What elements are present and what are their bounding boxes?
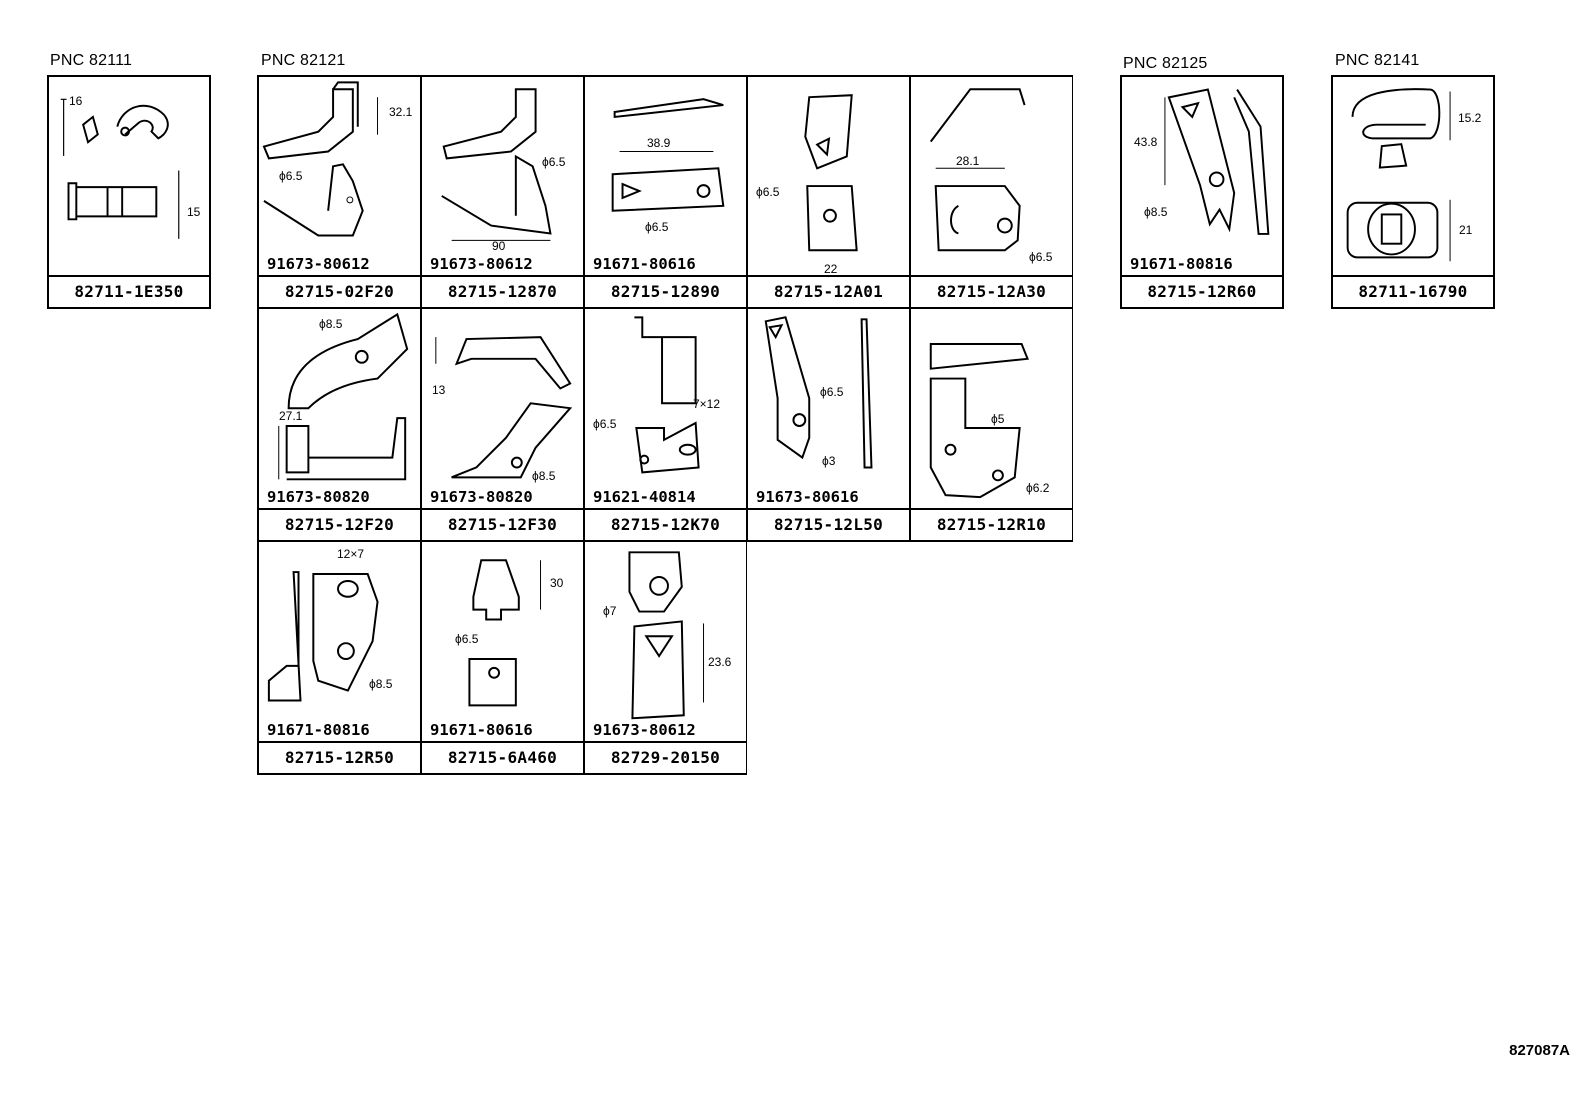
part-number[interactable]: 82729-20150: [585, 741, 746, 773]
dim-label: 12×7: [337, 547, 365, 561]
bracket-drawing: [804, 94, 858, 252]
dim-label: ϕ7: [603, 604, 617, 618]
bolt-number[interactable]: 91671-80616: [430, 721, 533, 739]
bolt-number[interactable]: 91671-80616: [593, 255, 696, 273]
part-number[interactable]: 82715-12F30: [422, 508, 583, 540]
bracket-drawing: [441, 88, 552, 241]
part-cell-82715-12f30[interactable]: 13 ϕ8.5 91673-80820 82715-12F30: [421, 308, 584, 541]
dim-label: ϕ3: [822, 454, 836, 468]
part-cell-82715-12k70[interactable]: ϕ6.5 7×12 91621-40814 82715-12K70: [584, 308, 747, 541]
part-number[interactable]: 82715-12A30: [911, 275, 1072, 307]
bracket-drawing: [1164, 88, 1270, 235]
bracket-drawing: [634, 316, 700, 474]
part-cell-82715-12l50[interactable]: ϕ6.5 ϕ3 91673-80616 82715-12L50: [747, 308, 910, 541]
dim-label: 43.8: [1134, 135, 1158, 149]
bracket-drawing: [262, 81, 379, 237]
part-number[interactable]: 82715-02F20: [259, 275, 420, 307]
part-cell-82715-12a30[interactable]: 28.1 ϕ6.5 82715-12A30: [910, 76, 1073, 308]
part-cell-82729-20150[interactable]: ϕ7 23.6 91673-80612 82729-20150: [584, 541, 747, 774]
dim-label: 27.1: [279, 409, 303, 423]
dim-label: 23.6: [708, 655, 732, 669]
bracket-drawing: [628, 551, 705, 720]
bracket-drawing: [611, 98, 725, 212]
dim-label: ϕ8.5: [1144, 205, 1168, 219]
bolt-number[interactable]: 91673-80612: [267, 255, 370, 273]
bolt-number[interactable]: 91673-80616: [756, 488, 859, 506]
dim-label: 15: [187, 205, 201, 219]
dim-label: 7×12: [693, 397, 721, 411]
part-cell-82715-12870[interactable]: ϕ6.5 90 91673-80612 82715-12870: [421, 76, 584, 308]
part-cell-82715-02f20[interactable]: 32.1 ϕ6.5 91673-80612 82715-02F20: [258, 76, 421, 308]
dim-label: 15.2: [1458, 111, 1482, 125]
part-cell-82715-12r10[interactable]: ϕ5 ϕ6.2 82715-12R10: [910, 308, 1073, 541]
part-cell-82715-12890[interactable]: 38.9 ϕ6.5 91671-80616 82715-12890: [584, 76, 747, 308]
bolt-number[interactable]: 91671-80816: [267, 721, 370, 739]
part-number[interactable]: 82715-12R50: [259, 741, 420, 773]
part-number[interactable]: 82715-12R10: [911, 508, 1072, 540]
dim-label: 13: [432, 383, 446, 397]
bracket-drawing: [435, 336, 573, 479]
dim-label: ϕ6.5: [542, 155, 566, 169]
part-cell-82715-12f20[interactable]: ϕ8.5 27.1 91673-80820 82715-12F20: [258, 308, 421, 541]
figure-reference: 827087A: [1509, 1042, 1570, 1059]
bolt-number[interactable]: 91673-80612: [593, 721, 696, 739]
dim-label: 16: [69, 94, 83, 108]
part-number[interactable]: 82715-12K70: [585, 508, 746, 540]
part-cell-82715-12r60[interactable]: 43.8 ϕ8.5 91671-80816 82715-12R60: [1120, 75, 1284, 309]
part-cell-82715-6a460[interactable]: 30 ϕ6.5 91671-80616 82715-6A460: [421, 541, 584, 774]
bracket-drawing: [764, 316, 873, 469]
dim-label: ϕ6.5: [593, 417, 617, 431]
part-number[interactable]: 82711-1E350: [49, 275, 209, 307]
part-cell-82711-16790[interactable]: 15.2 21 82711-16790: [1331, 75, 1495, 309]
bracket-drawing: [468, 559, 542, 707]
dim-label: 22: [824, 262, 838, 276]
bolt-number[interactable]: 91621-40814: [593, 488, 696, 506]
dim-label: ϕ6.5: [1029, 250, 1053, 264]
part-number[interactable]: 82715-12A01: [748, 275, 909, 307]
bolt-number[interactable]: 91671-80816: [1130, 255, 1233, 273]
dim-label: ϕ8.5: [319, 317, 343, 331]
part-number[interactable]: 82715-12890: [585, 275, 746, 307]
part-cell-82711-1e350[interactable]: 16 15 82711-1E350: [47, 75, 211, 309]
clamp-drawing: [1346, 88, 1451, 262]
dim-label: 21: [1459, 223, 1473, 237]
pnc-82141-label: PNC 82141: [1335, 52, 1420, 69]
part-cell-82715-12r50[interactable]: 12×7 ϕ8.5 91671-80816 82715-12R50: [258, 541, 421, 774]
dim-label: ϕ6.5: [756, 185, 780, 199]
bolt-number[interactable]: 91673-80820: [267, 488, 370, 506]
dim-label: ϕ5: [991, 412, 1005, 426]
dim-label: ϕ8.5: [532, 469, 556, 483]
clip-drawing: [60, 98, 180, 239]
part-number[interactable]: 82715-12R60: [1122, 275, 1282, 307]
part-number[interactable]: 82711-16790: [1333, 275, 1493, 307]
dim-label: 30: [550, 576, 564, 590]
pnc-82111-label: PNC 82111: [50, 52, 133, 69]
bracket-drawing: [278, 312, 409, 481]
part-number[interactable]: 82715-6A460: [422, 741, 583, 773]
dim-label: ϕ6.5: [279, 169, 303, 183]
bracket-drawing: [929, 88, 1026, 252]
dim-label: ϕ6.2: [1026, 481, 1050, 495]
part-number[interactable]: 82715-12F20: [259, 508, 420, 540]
part-cell-82715-12a01[interactable]: ϕ6.5 22 82715-12A01: [747, 76, 910, 308]
part-number[interactable]: 82715-12L50: [748, 508, 909, 540]
dim-label: 90: [492, 239, 506, 253]
pnc-82121-label: PNC 82121: [261, 52, 346, 69]
bracket-drawing: [929, 343, 1029, 499]
dim-label: 28.1: [956, 154, 980, 168]
part-number[interactable]: 82715-12870: [422, 275, 583, 307]
bracket-drawing: [267, 571, 379, 702]
dim-label: ϕ6.5: [820, 385, 844, 399]
bolt-number[interactable]: 91673-80820: [430, 488, 533, 506]
bolt-number[interactable]: 91673-80612: [430, 255, 533, 273]
dim-label: 32.1: [389, 105, 413, 119]
dim-label: ϕ6.5: [455, 632, 479, 646]
dim-label: ϕ6.5: [645, 220, 669, 234]
dim-label: 38.9: [647, 136, 671, 150]
dim-label: ϕ8.5: [369, 677, 393, 691]
pnc-82125-label: PNC 82125: [1123, 55, 1208, 72]
